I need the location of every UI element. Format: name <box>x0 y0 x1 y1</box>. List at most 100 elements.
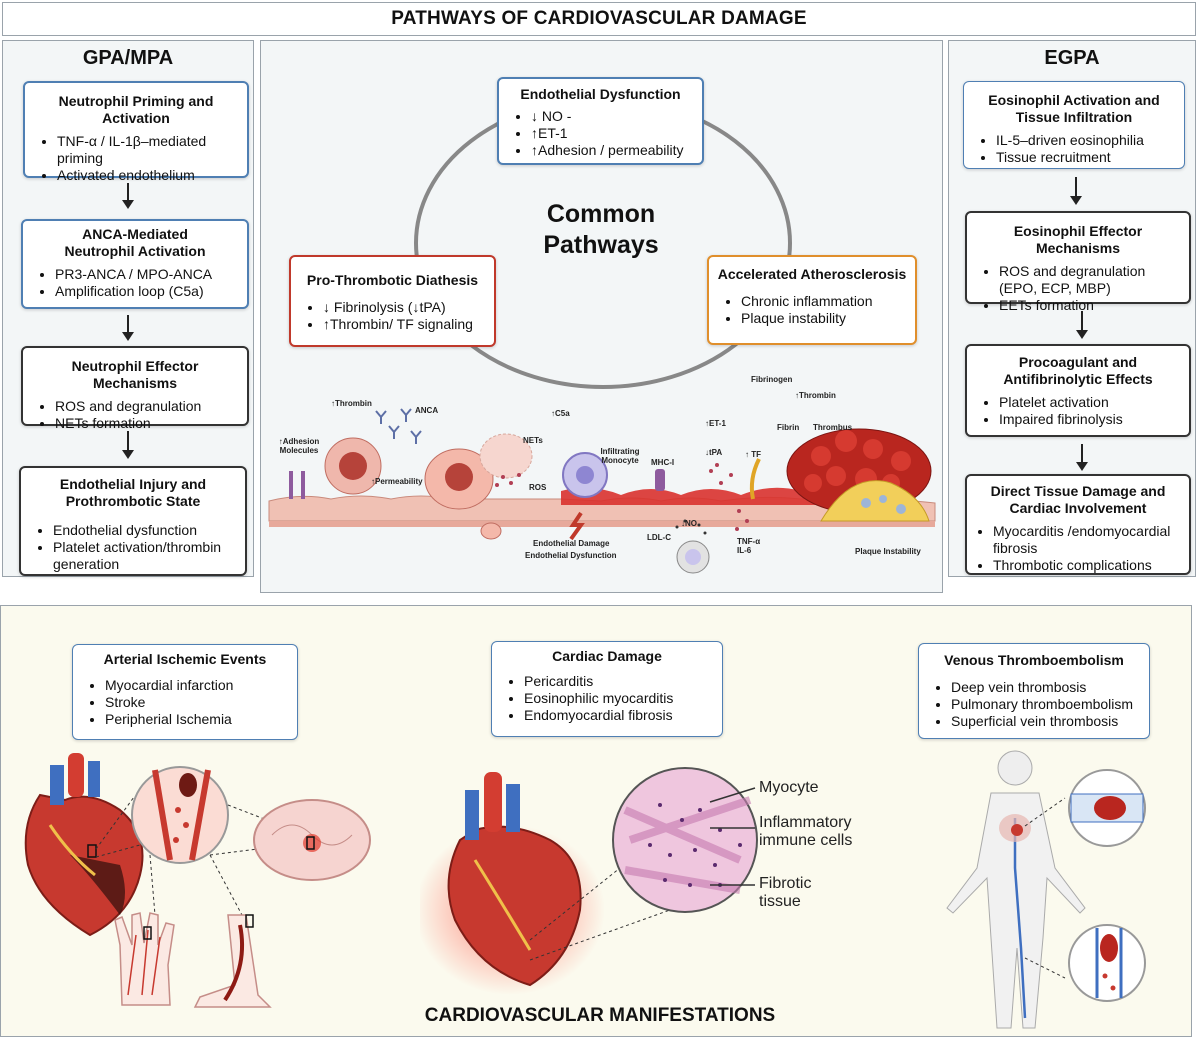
manifestations-title: CARDIOVASCULAR MANIFESTATIONS <box>424 1005 776 1026</box>
box-list: IL-5–driven eosinophilia Tissue recruitm… <box>970 132 1178 166</box>
down-arrow <box>1076 444 1088 471</box>
list-item: ↑Thrombin/ TF signaling <box>323 316 488 333</box>
label-tf: ↑ TF <box>745 450 761 459</box>
box-heading: ANCA-Mediated Neutrophil Activation <box>64 226 206 259</box>
label-tpa: ↓tPA <box>705 448 723 457</box>
neutrophil-priming-box: Neutrophil Priming and Activation TNF-α … <box>23 81 249 183</box>
leg-icon <box>193 914 272 1008</box>
eosinophil-activation-box: Eosinophil Activation and Tissue Infiltr… <box>963 81 1185 169</box>
venous-thromboembolism-box: Venous Thromboembolism Deep vein thrombo… <box>918 643 1150 739</box>
endothelial-dysfunction-box: Endothelial Dysfunction ↓ NO - ↑ET-1 ↑Ad… <box>497 77 704 165</box>
neutrophil-effector-box: Neutrophil Effector Mechanisms ROS and d… <box>21 346 249 431</box>
box-heading: Endothelial Dysfunction <box>520 86 681 102</box>
egpa-panel: EGPA Eosinophil Activation and Tissue In… <box>948 40 1196 577</box>
label-ldl: LDL-C <box>647 533 671 542</box>
box-list: Platelet activation Impaired fibrinolysi… <box>973 394 1183 428</box>
list-item: TNF-α / IL-1β–mediated priming <box>57 133 241 167</box>
list-item: Pulmonary thromboembolism <box>951 696 1143 713</box>
box-heading: Neutrophil Effector Mechanisms <box>71 358 199 391</box>
main-title-bar: PATHWAYS OF CARDIOVASCULAR DAMAGE <box>2 2 1196 36</box>
list-item: ↑Adhesion / permeability <box>531 142 696 159</box>
label-fibrotic-2: tissue <box>759 893 801 910</box>
list-item: NETs formation <box>55 415 241 432</box>
label-thrombin-left: ↑Thrombin <box>331 399 372 408</box>
box-list: Deep vein thrombosis Pulmonary thromboem… <box>925 679 1143 730</box>
list-item: Endomyocardial fibrosis <box>524 707 716 724</box>
box-heading: Endothelial Injury and Prothrombotic Sta… <box>59 476 207 509</box>
down-arrow <box>122 315 134 341</box>
anca-activation-box: ANCA-Mediated Neutrophil Activation PR3-… <box>21 219 249 309</box>
label-thrombin-right: ↑Thrombin <box>795 391 836 400</box>
mhc-icon <box>655 469 665 491</box>
list-item: Tissue recruitment <box>996 149 1178 166</box>
box-list: Myocarditis /endomyocardial fibrosis Thr… <box>973 523 1183 574</box>
list-item: ROS and degranulation <box>55 398 241 415</box>
cardiac-damage-box: Cardiac Damage Pericarditis Eosinophilic… <box>491 641 723 737</box>
procoagulant-box: Procoagulant and Antifibrinolytic Effect… <box>965 344 1191 437</box>
brain-icon <box>253 799 371 881</box>
label-et1: ↑ET-1 <box>705 419 726 428</box>
list-item: Amplification loop (C5a) <box>55 283 241 300</box>
list-item: Stroke <box>105 694 291 711</box>
list-item: EETs formation <box>999 297 1183 314</box>
human-body-icon <box>946 750 1086 1029</box>
list-item: Platelet activation <box>999 394 1183 411</box>
label-myocyte: Myocyte <box>759 779 819 796</box>
venous-illustration <box>946 750 1146 1029</box>
gpa-mpa-panel: GPA/MPA Neutrophil Priming and Activatio… <box>2 40 254 577</box>
direct-tissue-damage-box: Direct Tissue Damage and Cardiac Involve… <box>965 474 1191 575</box>
list-item: ↓ NO - <box>531 108 696 125</box>
box-list: Myocardial infarction Stroke Peripherial… <box>79 677 291 728</box>
arterial-illustrations <box>24 753 371 1008</box>
vein-clot-magnifier-icon <box>1068 924 1146 1002</box>
box-heading: Cardiac Damage <box>552 648 662 664</box>
box-list: Chronic inflammation Plaque instability <box>715 293 909 327</box>
common-title-line2: Pathways <box>543 231 659 259</box>
common-title-line1: Common <box>546 200 656 228</box>
endothelial-injury-box: Endothelial Injury and Prothrombotic Sta… <box>19 466 247 576</box>
box-list: TNF-α / IL-1β–mediated priming Activated… <box>31 133 241 184</box>
box-heading: Arterial Ischemic Events <box>103 651 267 667</box>
list-item: Superficial vein thrombosis <box>951 713 1143 730</box>
box-list: ROS and degranulation NETs formation <box>29 398 241 432</box>
list-item: Myocarditis /endomyocardial fibrosis <box>993 523 1183 557</box>
list-item: Platelet activation/thrombin generation <box>53 539 239 573</box>
label-nets: NETs <box>523 436 543 445</box>
label-monocyte: Infiltrating Monocyte <box>600 447 640 465</box>
cardiac-illustration: Myocyte Inflammatory immune cells Fibrot… <box>420 767 852 995</box>
label-plaque: Plaque Instability <box>855 547 921 556</box>
down-arrow <box>1070 177 1082 205</box>
box-list: Endothelial dysfunction Platelet activat… <box>27 522 239 573</box>
box-heading: Direct Tissue Damage and Cardiac Involve… <box>990 483 1166 516</box>
list-item: IL-5–driven eosinophilia <box>996 132 1178 149</box>
box-heading: Accelerated Atherosclerosis <box>717 266 907 282</box>
label-fibrinogen: Fibrinogen <box>751 375 793 384</box>
label-inflammatory-1: Inflammatory <box>759 814 851 831</box>
label-tnf: TNF-α IL-6 <box>737 537 761 555</box>
list-item: Chronic inflammation <box>741 293 909 310</box>
list-item: Pericarditis <box>524 673 716 690</box>
box-heading: Eosinophil Activation and Tissue Infiltr… <box>988 92 1160 125</box>
box-list: ↓ NO - ↑ET-1 ↑Adhesion / permeability <box>505 108 696 159</box>
label-inflammatory-2: immune cells <box>759 832 852 849</box>
eosinophil-effector-box: Eosinophil Effector Mechanisms ROS and d… <box>965 211 1191 313</box>
box-list: ROS and degranulation (EPO, ECP, MBP) EE… <box>973 263 1183 314</box>
net-cell-icon <box>479 433 533 479</box>
common-pathways-title: Common Pathways <box>501 199 701 261</box>
list-item: Myocardial infarction <box>105 677 291 694</box>
box-list: ↓ Fibrinolysis (↓tPA) ↑Thrombin/ TF sign… <box>297 299 488 333</box>
gpa-mpa-title: GPA/MPA <box>82 47 174 69</box>
damage-bolt-icon <box>569 511 585 541</box>
atherosclerosis-box: Accelerated Atherosclerosis Chronic infl… <box>707 255 917 345</box>
prothrombotic-box: Pro-Thrombotic Diathesis ↓ Fibrinolysis … <box>289 255 496 347</box>
hand-icon <box>114 912 175 1006</box>
label-endo-damage: Endothelial Damage <box>533 539 610 548</box>
egpa-title: EGPA <box>1044 47 1100 69</box>
label-fibrin: Fibrin <box>777 423 800 432</box>
list-item: Thrombotic complications <box>993 557 1183 574</box>
list-item: Eosinophilic myocarditis <box>524 690 716 707</box>
label-anca: ANCA <box>415 406 439 415</box>
list-item: Endothelial dysfunction <box>53 522 239 539</box>
vessel-illustration <box>268 408 936 574</box>
label-mhc: MHC-I <box>651 458 675 467</box>
